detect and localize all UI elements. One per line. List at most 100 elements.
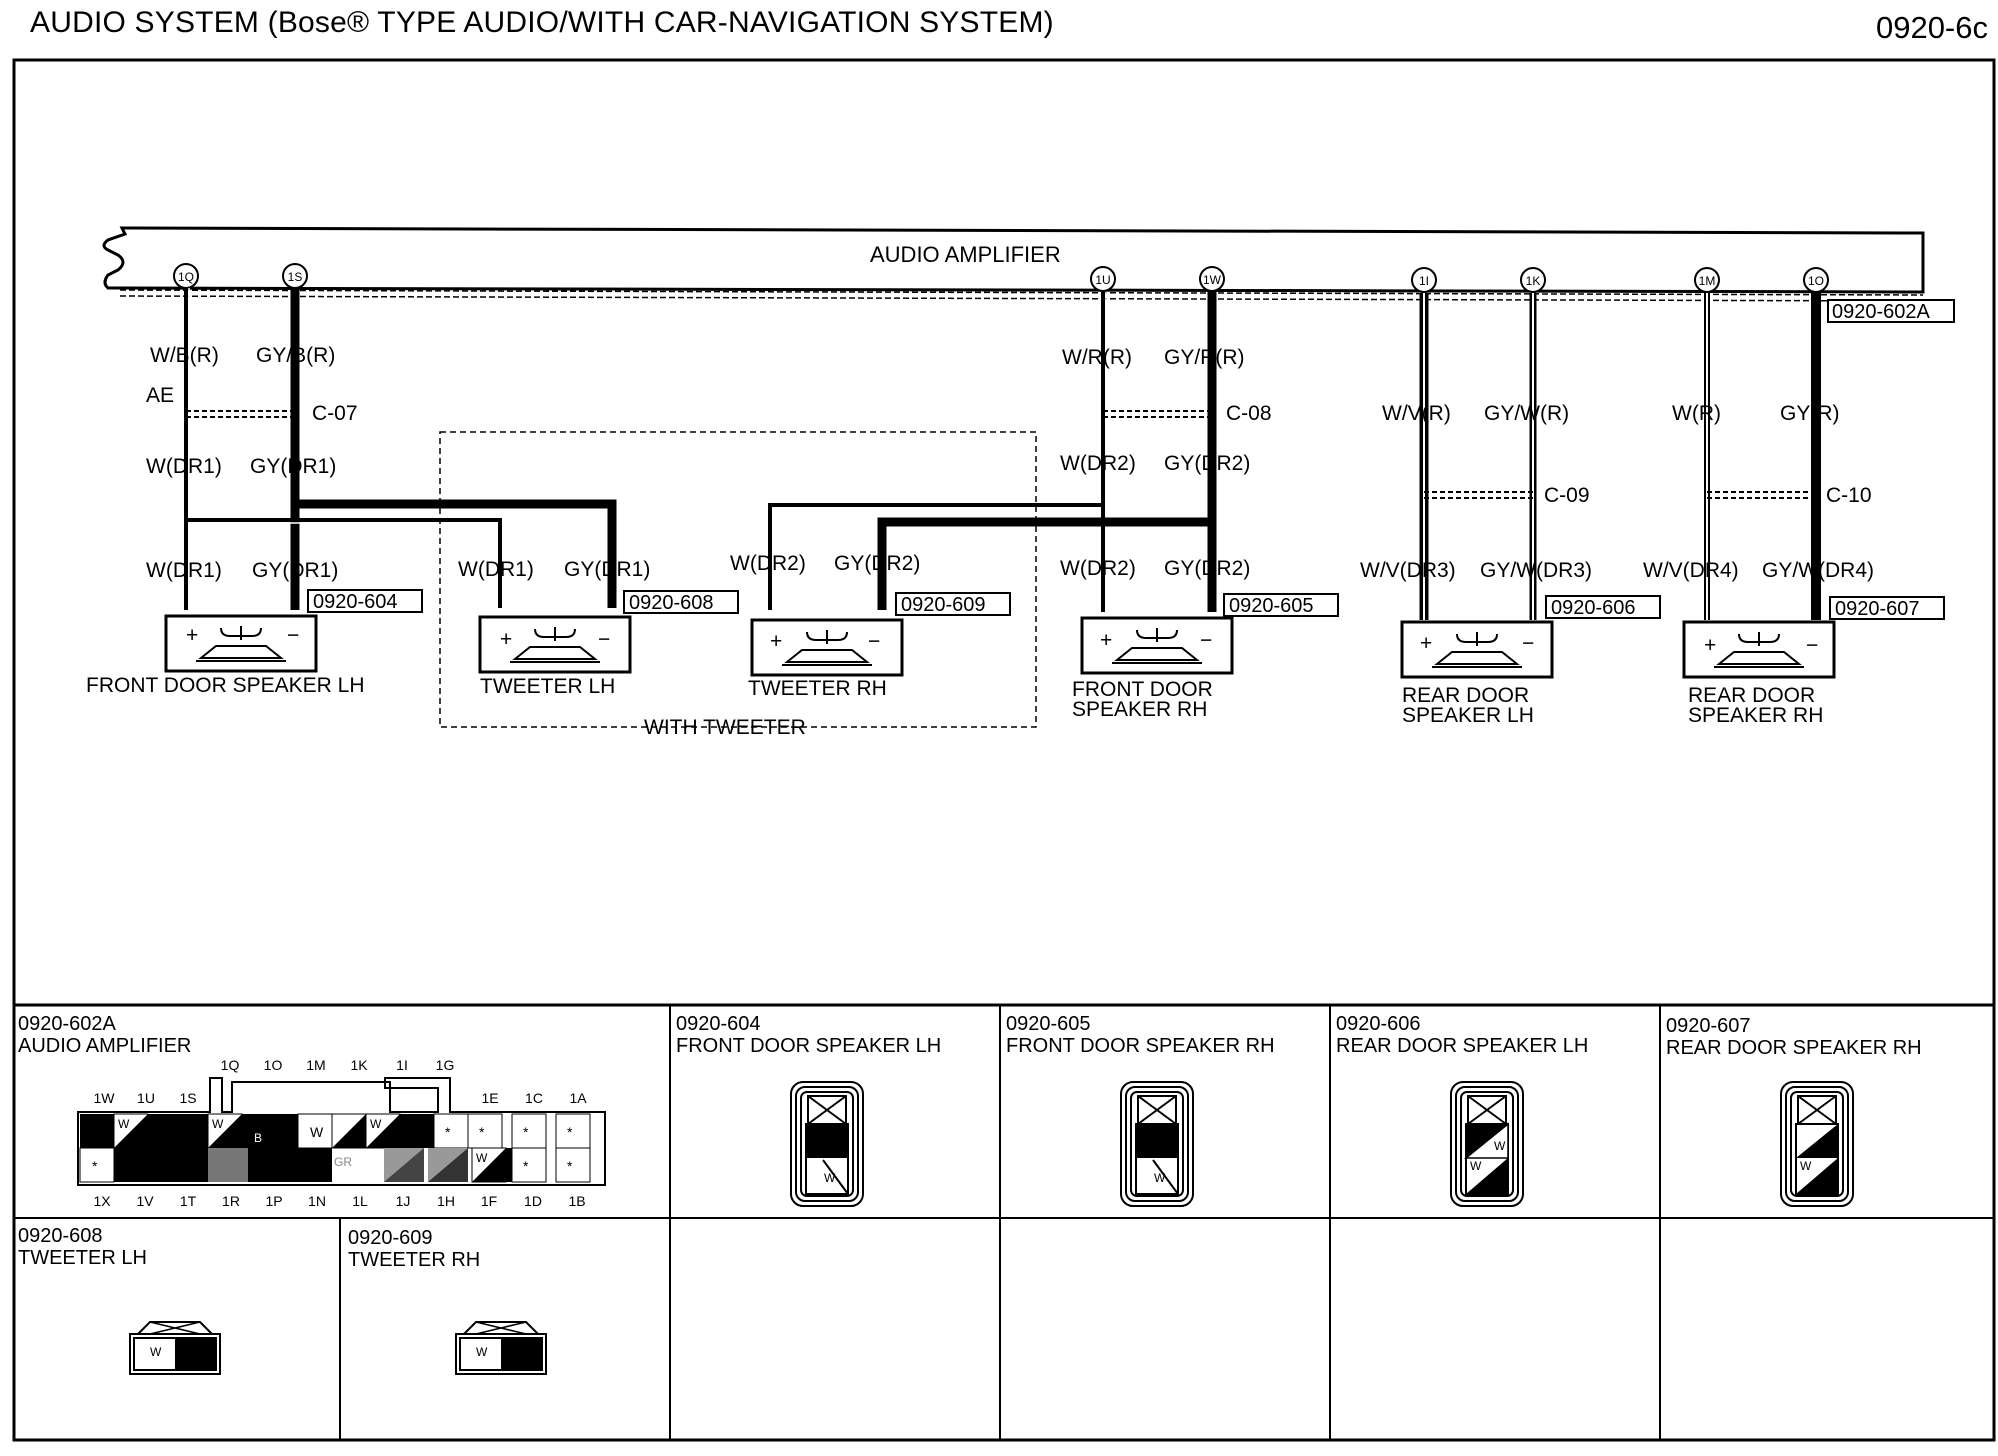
svg-text:FRONT DOOR SPEAKER LH: FRONT DOOR SPEAKER LH: [86, 674, 365, 697]
connector-0920-605: 0920-605 FRONT DOOR SPEAKER RH W: [1006, 1013, 1275, 1207]
page-number: 0920-6c: [1875, 10, 1988, 45]
svg-text:AUDIO AMPLIFIER: AUDIO AMPLIFIER: [18, 1035, 191, 1057]
connector-0920-608: 0920-608 TWEETER LH W: [18, 1225, 221, 1375]
connector-0920-604: 0920-604 FRONT DOOR SPEAKER LH W: [676, 1013, 941, 1207]
svg-text:1I: 1I: [396, 1057, 408, 1073]
svg-text:GY/W(DR3): GY/W(DR3): [1480, 559, 1592, 582]
svg-text:TWEETER RH: TWEETER RH: [348, 1249, 480, 1271]
svg-text:0920-608: 0920-608: [629, 592, 714, 614]
svg-text:GY(DR1): GY(DR1): [564, 558, 650, 581]
svg-text:1M: 1M: [306, 1057, 325, 1073]
svg-text:1B: 1B: [568, 1193, 585, 1209]
svg-text:TWEETER RH: TWEETER RH: [748, 677, 887, 700]
svg-text:−: −: [287, 624, 299, 647]
svg-text:1I: 1I: [1419, 274, 1429, 288]
with-tweeter-box: [439, 431, 1037, 728]
svg-text:1O: 1O: [264, 1057, 283, 1073]
wire-labels: W/B(R) GY/B(R) AE C-07 W(DR1) GY(DR1) W(…: [146, 344, 1874, 582]
svg-text:FRONT DOOR: FRONT DOOR: [1072, 678, 1213, 701]
pin-1O: 1O: [1803, 267, 1829, 293]
svg-text:1M: 1M: [1699, 274, 1716, 288]
svg-text:+: +: [1704, 634, 1716, 657]
svg-text:W: W: [1824, 1139, 1836, 1153]
svg-text:GY/R(R): GY/R(R): [1164, 346, 1245, 369]
svg-text:W: W: [118, 1117, 130, 1131]
tweeter-lh: +− 0920-608 TWEETER LH: [478, 590, 739, 698]
svg-text:−: −: [1806, 634, 1818, 657]
svg-text:0920-604: 0920-604: [313, 591, 398, 613]
svg-text:+: +: [186, 624, 198, 647]
svg-text:1G: 1G: [436, 1057, 455, 1073]
svg-text:1R: 1R: [222, 1193, 240, 1209]
svg-text:1S: 1S: [288, 270, 303, 284]
svg-text:W(DR2): W(DR2): [1060, 557, 1136, 580]
svg-text:−: −: [1522, 632, 1534, 655]
svg-text:1O: 1O: [1808, 274, 1824, 288]
connector-0920-609: 0920-609 TWEETER RH W: [348, 1227, 547, 1375]
svg-text:1D: 1D: [524, 1193, 542, 1209]
svg-text:C-08: C-08: [1226, 402, 1272, 425]
svg-text:+: +: [500, 628, 512, 651]
svg-text:C-09: C-09: [1544, 484, 1590, 507]
svg-text:W(DR1): W(DR1): [146, 455, 222, 478]
svg-text:*: *: [523, 1158, 529, 1174]
svg-text:1C: 1C: [525, 1090, 543, 1106]
svg-text:*: *: [445, 1124, 451, 1140]
svg-text:1W: 1W: [1203, 273, 1222, 287]
page-title: AUDIO SYSTEM (Bose® TYPE AUDIO/WITH CAR-…: [30, 6, 1054, 39]
svg-text:W: W: [310, 1124, 324, 1140]
svg-text:−: −: [868, 630, 880, 653]
svg-text:W: W: [1154, 1171, 1166, 1185]
svg-text:0920-606: 0920-606: [1336, 1013, 1421, 1035]
svg-text:0920-609: 0920-609: [348, 1227, 433, 1249]
svg-text:GY(DR2): GY(DR2): [834, 552, 920, 575]
svg-text:W(R): W(R): [1672, 402, 1721, 425]
svg-text:W: W: [476, 1345, 488, 1359]
svg-text:0920-602A: 0920-602A: [18, 1013, 117, 1035]
svg-text:GY(R): GY(R): [1780, 402, 1840, 425]
svg-text:+: +: [1100, 629, 1112, 652]
svg-text:TWEETER LH: TWEETER LH: [480, 675, 615, 698]
svg-text:1U: 1U: [1095, 273, 1110, 287]
svg-text:FRONT DOOR SPEAKER RH: FRONT DOOR SPEAKER RH: [1006, 1035, 1275, 1057]
svg-text:1X: 1X: [93, 1193, 111, 1209]
amp-pins: 1Q 1S 1U 1W 1I 1K 1M 1O: [173, 263, 1829, 293]
svg-text:GY(DR2): GY(DR2): [1164, 452, 1250, 475]
svg-text:SPEAKER RH: SPEAKER RH: [1688, 704, 1823, 727]
pin-1U: 1U: [1090, 266, 1116, 292]
svg-text:1N: 1N: [308, 1193, 326, 1209]
svg-text:W/R(R): W/R(R): [1062, 346, 1132, 369]
svg-text:W: W: [1494, 1139, 1506, 1153]
svg-text:W/B(R): W/B(R): [150, 344, 219, 367]
svg-text:W(DR2): W(DR2): [1060, 452, 1136, 475]
svg-text:1Q: 1Q: [221, 1057, 240, 1073]
svg-text:REAR DOOR SPEAKER LH: REAR DOOR SPEAKER LH: [1336, 1035, 1588, 1057]
amplifier-connector-code: 0920-602A: [1827, 299, 1955, 323]
connector-0920-607: 0920-607 REAR DOOR SPEAKER RH W W: [1666, 1015, 1922, 1207]
svg-text:W: W: [1800, 1159, 1812, 1173]
connector-0920-602A: 0920-602A AUDIO AMPLIFIER 1Q 1O 1M 1K 1I…: [18, 1013, 606, 1209]
diagram-frame: [12, 58, 1996, 1442]
svg-text:W: W: [476, 1151, 488, 1165]
svg-text:FRONT DOOR SPEAKER LH: FRONT DOOR SPEAKER LH: [676, 1035, 941, 1057]
svg-text:1Q: 1Q: [178, 270, 194, 284]
rear-door-speaker-lh: +− 0920-606 REAR DOOR SPEAKER LH: [1400, 595, 1661, 727]
svg-text:0920-604: 0920-604: [676, 1013, 761, 1035]
svg-text:*: *: [92, 1158, 98, 1174]
audio-amplifier: AUDIO AMPLIFIER 0920-602A: [102, 226, 1955, 323]
svg-text:*: *: [479, 1124, 485, 1140]
svg-text:W: W: [370, 1117, 382, 1131]
svg-text:1J: 1J: [396, 1193, 411, 1209]
wires: [184, 288, 1821, 728]
svg-text:1P: 1P: [265, 1193, 282, 1209]
svg-text:*: *: [567, 1124, 573, 1140]
svg-text:1E: 1E: [481, 1090, 498, 1106]
pin-1S: 1S: [282, 263, 308, 289]
svg-text:+: +: [770, 630, 782, 653]
svg-text:GY/W(R): GY/W(R): [1484, 402, 1569, 425]
svg-text:1F: 1F: [481, 1193, 497, 1209]
svg-text:W: W: [212, 1117, 224, 1131]
with-tweeter-label: WITH TWEETER: [644, 716, 806, 739]
svg-text:C-07: C-07: [312, 402, 358, 425]
svg-text:0920-608: 0920-608: [18, 1225, 103, 1247]
